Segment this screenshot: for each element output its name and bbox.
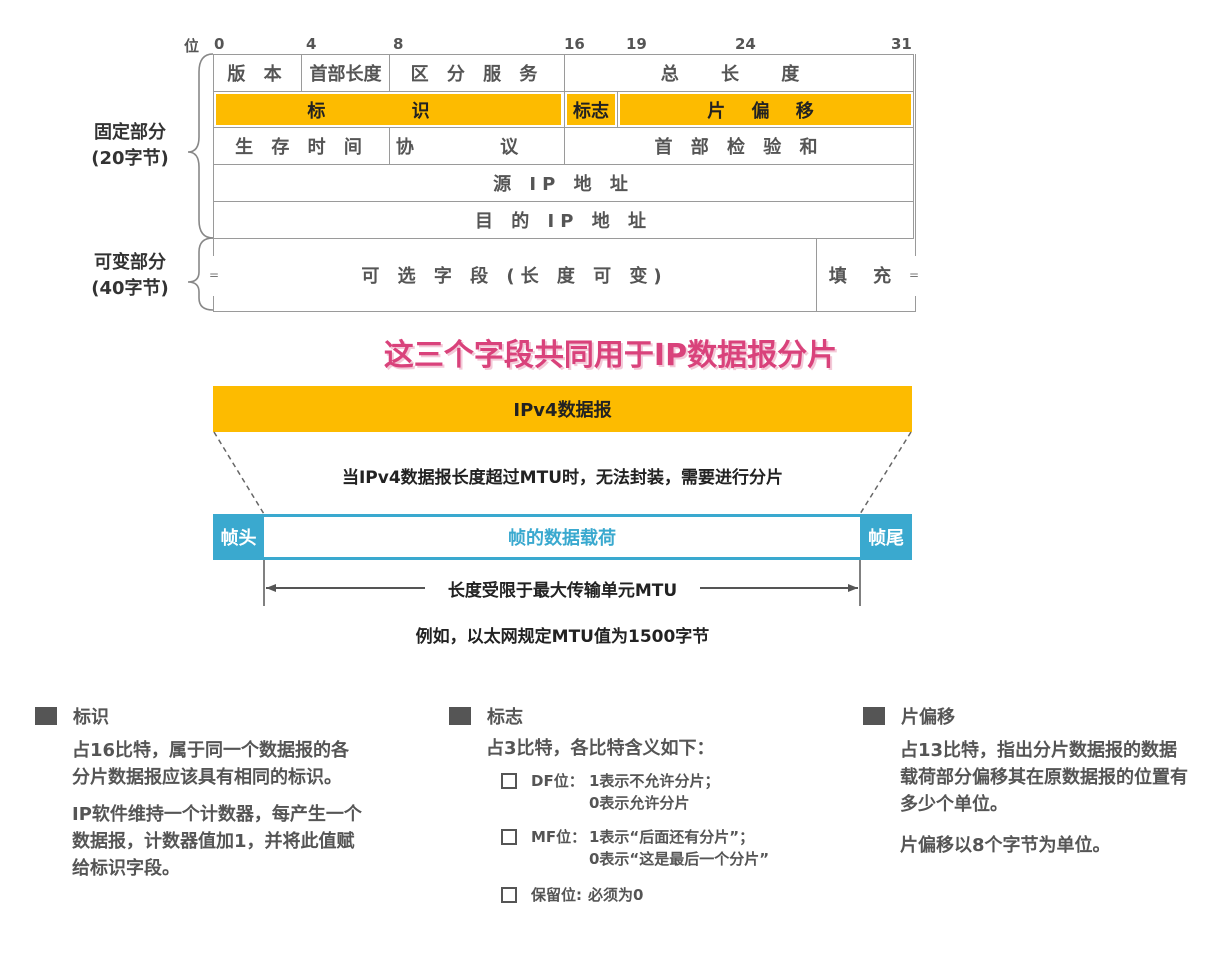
checkbox-icon xyxy=(501,773,517,789)
field-header-length: 首部长度 xyxy=(301,54,390,92)
section-heading: 标志 xyxy=(449,703,829,729)
field-source-ip: 源 IP 地 址 xyxy=(213,164,914,202)
field-padding: 填 充 xyxy=(828,265,902,287)
flag-item-reserved: 保留位: 必须为0 xyxy=(501,884,829,906)
bit-tick: 19 xyxy=(626,35,647,53)
section-text: 片偏移以8个字节为单位。 xyxy=(900,835,1111,856)
flag-item-df: DF位： 1表示不允许分片； 0表示允许分片 xyxy=(501,770,829,814)
mtu-label: 长度受限于最大传输单元MTU xyxy=(447,581,678,601)
fragmentation-explanation: 当IPv4数据报长度超过MTU时，无法封装，需要进行分片 xyxy=(341,468,783,488)
section-fragment-offset: 片偏移 占13比特，指出分片数据报的数据载荷部分偏移其在原数据报的位置有多少个单… xyxy=(863,703,1193,859)
section-heading: 片偏移 xyxy=(863,703,1193,729)
flag-line: 1表示不允许分片； xyxy=(589,772,720,790)
section-title: 标识 xyxy=(73,707,109,728)
section-flags: 标志 占3比特，各比特含义如下： DF位： 1表示不允许分片； 0表示允许分片 … xyxy=(449,703,829,906)
mtu-arrow xyxy=(263,560,861,606)
variable-part-size: (40字节) xyxy=(91,278,169,299)
mtu-example: 例如，以太网规定MTU值为1500字节 xyxy=(415,627,710,647)
dashed-guides xyxy=(213,431,912,515)
flag-label: DF位： xyxy=(531,772,584,790)
frame-tail: 帧尾 xyxy=(860,514,912,560)
field-identification: 标 识 xyxy=(216,94,561,125)
flag-line: 1表示“后面还有分片”； xyxy=(589,828,755,846)
field-ttl: 生 存 时 间 xyxy=(213,127,390,165)
flags-intro: 占3比特，各比特含义如下： xyxy=(486,738,715,759)
section-title: 标志 xyxy=(487,707,523,728)
flag-description: 1表示“后面还有分片”； 0表示“这是最后一个分片” xyxy=(589,826,769,870)
bit-tick: 4 xyxy=(306,35,317,53)
field-fragment-offset: 片 偏 移 xyxy=(620,94,911,125)
section-heading: 标识 xyxy=(35,703,375,729)
checkbox-icon xyxy=(501,829,517,845)
ipv4-datagram-bar: IPv4数据报 xyxy=(213,386,912,432)
flag-label: 保留位: xyxy=(531,886,582,904)
fixed-part-label: 固定部分 (20字节) xyxy=(80,120,180,172)
divider xyxy=(617,91,618,128)
flag-item-mf: MF位： 1表示“后面还有分片”； 0表示“这是最后一个分片” xyxy=(501,826,829,870)
field-flags: 标志 xyxy=(567,94,615,125)
gap xyxy=(211,256,217,296)
callout-title: 这三个字段共同用于IP数据报分片 xyxy=(383,338,838,373)
bit-axis-label: 位 xyxy=(184,37,200,55)
section-text: 占13比特，指出分片数据报的数据载荷部分偏移其在原数据报的位置有多少个单位。 xyxy=(900,740,1188,815)
field-destination-ip: 目 的 IP 地 址 xyxy=(213,201,914,239)
flag-description: 必须为0 xyxy=(588,886,644,904)
frame-head: 帧头 xyxy=(213,514,264,560)
field-header-checksum: 首 部 检 验 和 xyxy=(564,127,914,165)
divider xyxy=(564,91,565,128)
field-options: 可 选 字 段 (长 度 可 变) xyxy=(213,238,817,311)
brace-icon xyxy=(187,53,214,311)
field-dscp: 区 分 服 务 xyxy=(389,54,565,92)
section-identification: 标识 占16比特，属于同一个数据报的各分片数据报应该具有相同的标识。 IP软件维… xyxy=(35,703,375,882)
gap xyxy=(912,256,918,296)
section-text: 占16比特，属于同一个数据报的各分片数据报应该具有相同的标识。 xyxy=(72,740,350,788)
section-text: IP软件维持一个计数器，每产生一个数据报，计数器值加1，并将此值赋给标识字段。 xyxy=(72,804,362,879)
field-version: 版 本 xyxy=(213,54,302,92)
frame-payload: 帧的数据载荷 xyxy=(264,514,860,560)
bit-tick: 31 xyxy=(891,35,912,53)
field-protocol: 协 议 xyxy=(389,127,565,165)
square-bullet-icon xyxy=(35,707,57,725)
fixed-part-title: 固定部分 xyxy=(94,122,166,143)
continuation-mark-right: = xyxy=(909,268,920,282)
flag-label: MF位： xyxy=(531,828,587,846)
flag-description: 1表示不允许分片； 0表示允许分片 xyxy=(589,770,719,814)
bit-tick: 0 xyxy=(214,35,225,53)
continuation-mark-left: = xyxy=(209,268,220,282)
checkbox-icon xyxy=(501,887,517,903)
bit-tick: 16 xyxy=(564,35,585,53)
section-title: 片偏移 xyxy=(901,707,955,728)
flag-line: 0表示允许分片 xyxy=(589,794,690,812)
square-bullet-icon xyxy=(449,707,471,725)
fixed-part-size: (20字节) xyxy=(91,148,169,169)
variable-part-label: 可变部分 (40字节) xyxy=(80,250,180,302)
square-bullet-icon xyxy=(863,707,885,725)
bit-tick: 24 xyxy=(735,35,756,53)
variable-part-title: 可变部分 xyxy=(94,252,166,273)
field-total-length: 总 长 度 xyxy=(564,54,914,92)
flag-line: 0表示“这是最后一个分片” xyxy=(589,850,770,868)
bit-tick: 8 xyxy=(393,35,404,53)
